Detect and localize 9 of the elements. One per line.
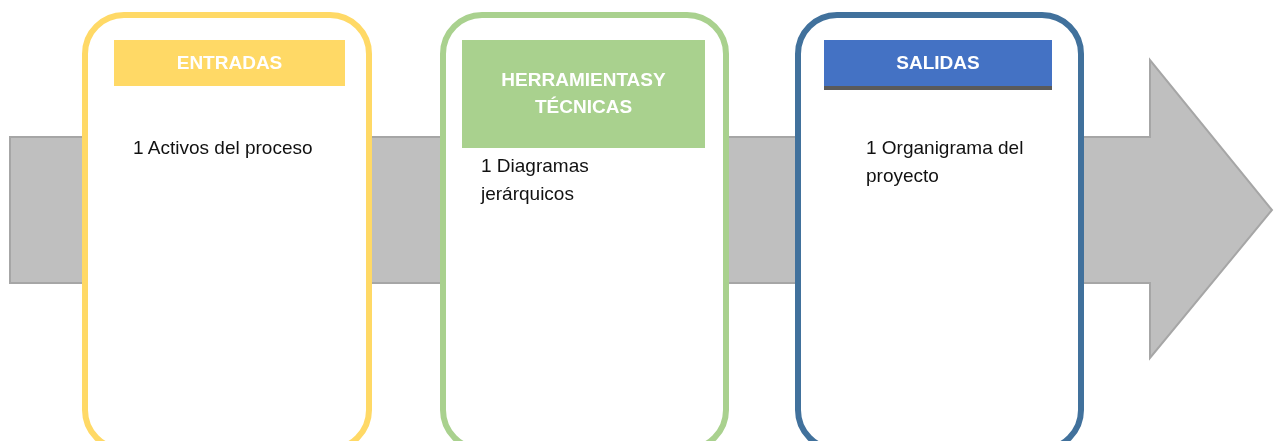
header-band: HERRAMIENTASY TÉCNICAS (462, 40, 705, 148)
rounded-box (82, 12, 372, 441)
rounded-box (440, 12, 729, 441)
item-text: 1 Activos del proceso (133, 136, 314, 160)
header-band: SALIDAS (824, 40, 1052, 90)
header-band: ENTRADAS (114, 40, 345, 86)
item-text: 1 Organigrama del proyecto (866, 136, 1025, 188)
rounded-box (795, 12, 1084, 441)
item-text: 1 Diagramas jerárquicos (481, 154, 590, 206)
